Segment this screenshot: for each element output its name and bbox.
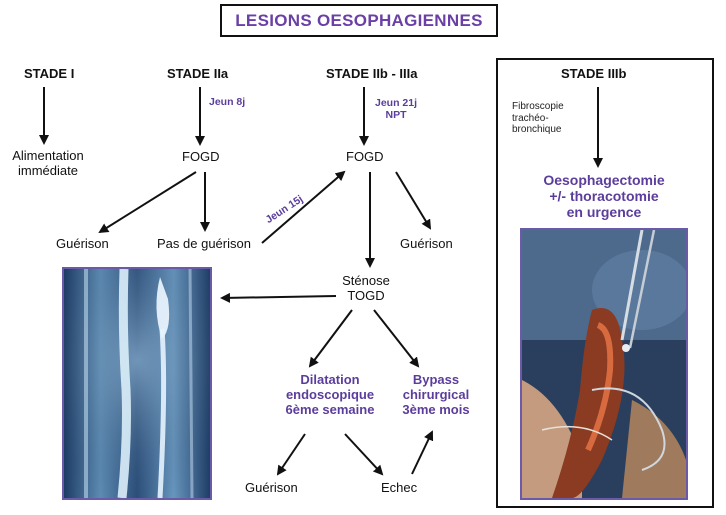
title-box: LESIONS OESOPHAGIENNES (220, 4, 498, 37)
arrow-dilatation-guerison (276, 433, 306, 476)
surgery-graphic (522, 230, 686, 498)
pas-de-guerison-node: Pas de guérison (157, 236, 251, 251)
arrow-dilatation-echec (344, 433, 384, 476)
stage-2b-3a-label: STADE IIb - IIIa (326, 66, 418, 81)
jeun-21j-label: Jeun 21j NPT (374, 97, 418, 122)
xray-graphic (64, 269, 210, 498)
arrow-pasdeguerison-fogd (261, 170, 346, 244)
oesophagectomie-node: Oesophagectomie +/- thoracotomie en urge… (543, 172, 665, 221)
arrow-stenose-dilatation (308, 309, 353, 368)
surgical-photo-image (520, 228, 688, 500)
stage-1-label: STADE I (24, 66, 75, 81)
guerison-bottom-node: Guérison (245, 480, 298, 495)
arrow-fogd-guerison-right (395, 171, 432, 230)
arrow-echec-bypass (411, 430, 434, 475)
guerison-left-node: Guérison (56, 236, 109, 251)
arrow-fogd-guerison (98, 171, 197, 234)
stenose-togd-node: Sténose TOGD (342, 273, 390, 303)
bypass-node: Bypass chirurgical 3ème mois (402, 372, 470, 417)
fibroscopie-label: Fibroscopie trachéo- bronchique (512, 101, 564, 135)
fogd-right-node: FOGD (346, 149, 384, 164)
dilatation-node: Dilatation endoscopique 6ème semaine (285, 372, 375, 417)
stage-2a-label: STADE IIa (167, 66, 229, 81)
guerison-right-node: Guérison (400, 236, 453, 251)
alimentation-label: Alimentation immédiate (12, 148, 84, 178)
diagram-title: LESIONS OESOPHAGIENNES (235, 10, 483, 30)
arrow-stenose-xray (220, 292, 337, 303)
arrow-stenose-bypass (373, 309, 420, 368)
barium-swallow-xray-image (62, 267, 212, 500)
stage-3b-label: STADE IIIb (561, 66, 627, 81)
fogd-left-node: FOGD (182, 149, 220, 164)
stage-3b-panel (496, 58, 714, 508)
echec-node: Echec (381, 480, 418, 495)
jeun-8j-label: Jeun 8j (209, 96, 246, 108)
